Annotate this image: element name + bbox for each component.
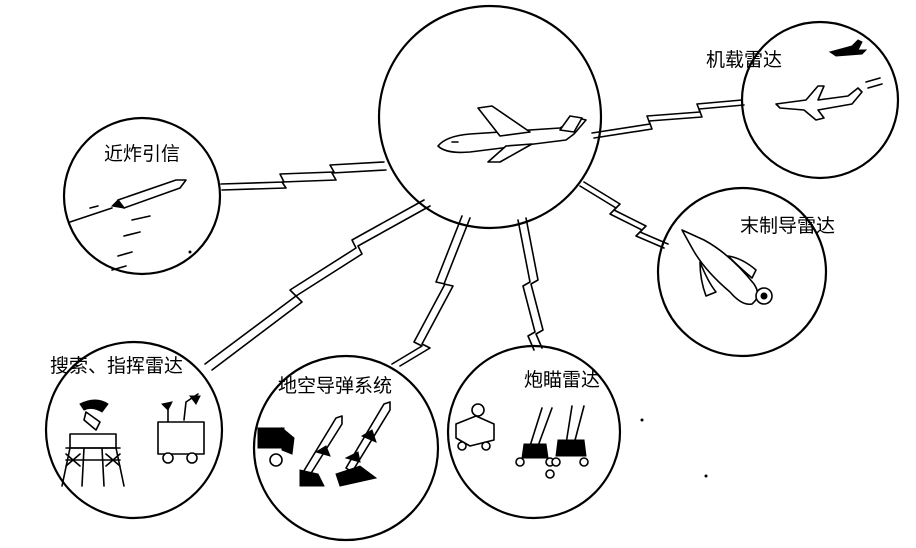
airliner-icon xyxy=(437,105,587,163)
sam-launcher-icon-2 xyxy=(335,401,391,487)
gun-radar-label: 炮瞄雷达 xyxy=(524,369,600,391)
sam-system-label: 地空导弹系统 xyxy=(278,375,392,397)
link-proximity-fuze-2 xyxy=(221,169,387,191)
link-sam-system xyxy=(391,215,463,365)
airborne-radar-label: 机载雷达 xyxy=(706,49,782,71)
airborne-radar-circle xyxy=(740,20,900,180)
anti-aircraft-gun-icon-2 xyxy=(545,405,589,479)
sam-system-circle xyxy=(252,354,440,542)
terminal-radar-label: 末制导雷达 xyxy=(740,215,835,237)
sam-radar-vehicle-icon xyxy=(257,426,295,467)
link-terminal-radar-2 xyxy=(579,185,665,249)
command-vehicle-icon xyxy=(157,393,205,464)
link-airborne-radar-2 xyxy=(593,104,745,139)
node-search-command-radar: 搜索、指挥雷达 xyxy=(44,340,224,520)
proximity-fuze-circle xyxy=(62,116,222,276)
link-sam-system-2 xyxy=(399,217,471,367)
link-airborne-radar xyxy=(591,99,743,134)
node-sam-system: 地空导弹系统 xyxy=(252,354,440,542)
radar-tower-icon xyxy=(61,399,125,487)
search-radar-label: 搜索、指挥雷达 xyxy=(50,355,183,377)
guided-missile-icon xyxy=(681,229,773,306)
fighter-jet-icon xyxy=(775,85,863,121)
node-airborne-radar: 机载雷达 xyxy=(706,20,900,180)
proximity-fuze-label: 近炸引信 xyxy=(104,143,180,165)
node-proximity-fuze: 近炸引信 xyxy=(62,116,222,276)
link-search-radar xyxy=(204,199,425,365)
missile-icon xyxy=(69,179,187,223)
node-terminal-guidance-radar: 末制导雷达 xyxy=(656,186,835,358)
small-jet-icon xyxy=(828,39,868,57)
fire-control-radar-icon xyxy=(455,403,495,451)
signal-links xyxy=(204,99,745,371)
gun-radar-circle xyxy=(446,344,622,520)
link-gun-laying-radar-2 xyxy=(525,217,544,349)
link-gun-laying-radar xyxy=(517,219,536,351)
link-proximity-fuze xyxy=(220,161,385,185)
central-target xyxy=(377,4,603,230)
sam-launcher-icon-1 xyxy=(299,415,343,487)
search-radar-circle xyxy=(44,340,224,520)
central-target-circle xyxy=(377,4,603,230)
link-terminal-radar xyxy=(583,181,669,245)
link-search-radar-2 xyxy=(211,205,431,371)
node-gun-laying-radar: 炮瞄雷达 xyxy=(446,344,622,520)
fuze-signal-lines xyxy=(111,215,151,271)
terminal-radar-circle xyxy=(656,186,828,358)
anti-aircraft-gun-icon-1 xyxy=(515,407,555,467)
